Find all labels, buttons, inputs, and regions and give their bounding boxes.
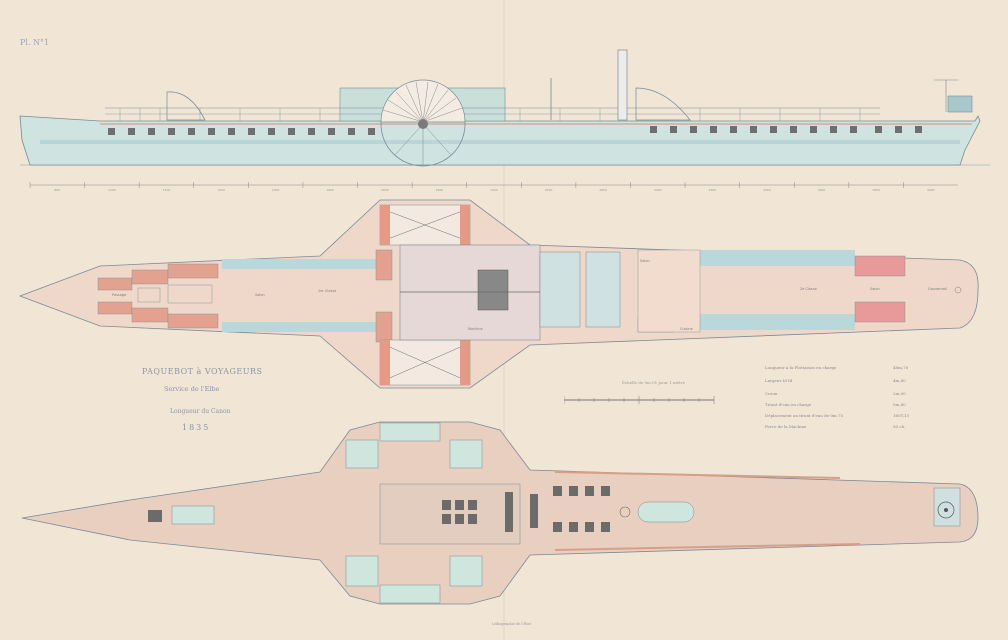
drawing-subtitle: Service de l'Elbe	[164, 385, 220, 393]
footer-note: Lithographie de l'État	[492, 622, 531, 626]
plate-number: Pl. N°1	[20, 38, 50, 47]
dimension-value: 2m,00	[893, 391, 906, 396]
scale-tick-label: 2000	[381, 188, 389, 192]
interior-plan: Passage Salon 1er Classe Machine Salon C…	[18, 199, 979, 389]
plan-label: 2e Classe	[800, 287, 817, 291]
metric-scale-bar	[564, 396, 715, 404]
scale-tick-label: 2200	[436, 188, 444, 192]
scale-tick-label: 2600	[545, 188, 553, 192]
dimension-value: 4m,80	[893, 378, 906, 383]
side-elevation	[19, 49, 990, 167]
funnel	[617, 49, 628, 121]
deck-plan	[21, 421, 979, 605]
scale-tick-label: 3800	[872, 188, 880, 192]
dimension-label: Déplacement au tirant d'eau de 0m,75	[765, 413, 844, 418]
plan-label: Salon	[255, 293, 265, 297]
plan-label: Gouvernail	[928, 287, 947, 291]
dimension-label: Longueur à la Flottaison en charge	[765, 365, 837, 370]
scale-tick-label: 3600	[818, 188, 826, 192]
scale-tick-label: 4000	[927, 188, 935, 192]
scale-tick-label: 1000	[108, 188, 116, 192]
scale-tick-label: 3400	[763, 188, 771, 192]
plan-label: Salon	[870, 287, 880, 291]
scale-tick-label: 800	[54, 188, 60, 192]
boiler	[477, 269, 509, 311]
scale-tick-label: 1800	[326, 188, 334, 192]
plan-label: Machine	[468, 327, 483, 331]
dimension-value: 50 ch.	[893, 424, 906, 429]
plan-label: Passage	[112, 293, 126, 297]
scale-tick-label: 1200	[163, 188, 171, 192]
dimension-label: Largeur Id Id	[765, 378, 793, 383]
dimension-value: 160T,15	[893, 413, 910, 418]
scale-tick-label: 1400	[217, 188, 225, 192]
dimension-label: Creux	[765, 391, 778, 396]
scale-tick-label: 1600	[272, 188, 280, 192]
steering-wheel-icon	[937, 501, 955, 519]
drawing-caption: Longueur du Canon	[170, 408, 231, 415]
scale-tick-label: 3200	[709, 188, 717, 192]
drawing-title: PAQUEBOT à VOYAGEURS	[142, 367, 263, 376]
dimension-value: 0m,80	[893, 402, 906, 407]
scale-caption: Échelle de 0m,01 pour 1 mètre	[622, 380, 686, 385]
plan-label: Cuisine	[680, 327, 693, 331]
dimension-label: Tirant d'eau en charge	[765, 402, 812, 407]
drawing-year: 1835	[182, 423, 211, 432]
dimension-label: Force de la Machine	[765, 424, 807, 429]
scale-tick-label: 2400	[490, 188, 498, 192]
plan-label: 1er Classe	[318, 289, 336, 293]
scale-tick-label: 3000	[654, 188, 662, 192]
length-scale: 800 1000 1200 1400 1600 1800 2000 2200 2400 2600 2…	[29, 182, 958, 192]
scale-tick-label: 2800	[599, 188, 607, 192]
dimension-value: 48m,70	[893, 365, 909, 370]
plan-label: Salon	[640, 259, 650, 263]
